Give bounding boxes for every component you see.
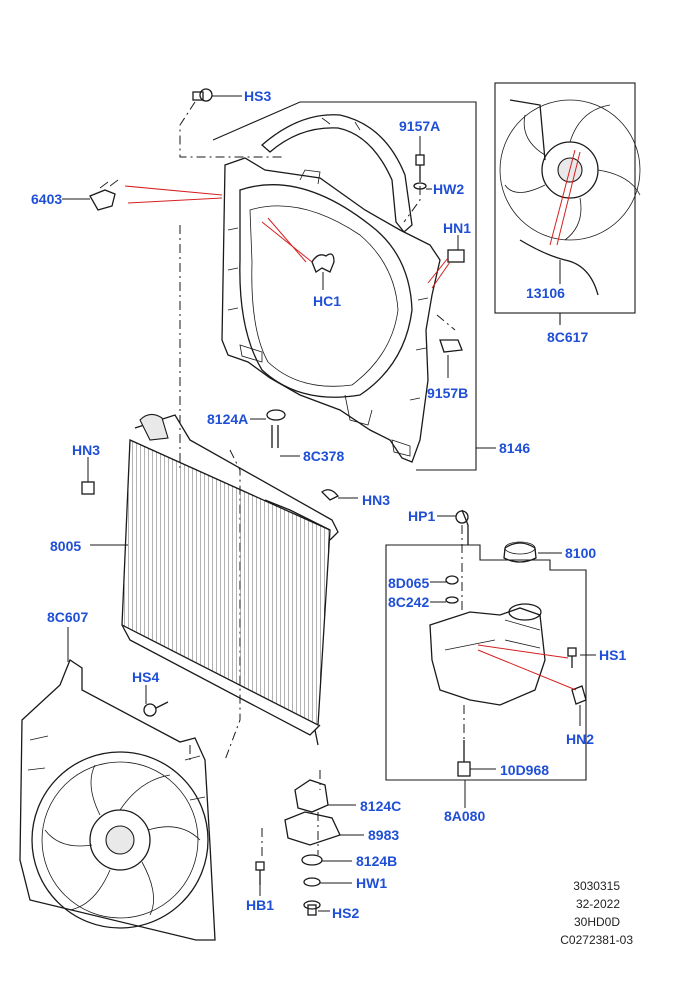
callout-hn3-right[interactable]: HN3 [362, 492, 391, 508]
shroud-group-bracket [212, 101, 477, 471]
washer-hw1 [303, 877, 321, 887]
indicator-lines [124, 149, 581, 691]
callout-8005[interactable]: 8005 [50, 538, 82, 554]
callout-8983[interactable]: 8983 [368, 827, 400, 843]
fan-inset-8c617 [499, 99, 641, 296]
callout-hb1[interactable]: HB1 [246, 897, 275, 913]
callout-8100[interactable]: 8100 [565, 545, 597, 561]
callout-hs1[interactable]: HS1 [599, 647, 627, 663]
callout-hn3-left[interactable]: HN3 [72, 442, 101, 458]
callout-hw2[interactable]: HW2 [433, 181, 465, 197]
callout-hs3[interactable]: HS3 [244, 88, 272, 104]
radiator-8005 [121, 413, 339, 746]
screw-hs3 [192, 88, 213, 102]
callout-10d968[interactable]: 10D968 [500, 762, 550, 778]
cap-8d065 [445, 575, 459, 585]
callout-hn1[interactable]: HN1 [443, 220, 472, 236]
callout-hs2[interactable]: HS2 [332, 905, 360, 921]
callout-8a080[interactable]: 8A080 [444, 808, 486, 824]
inset-box-8c617 [494, 82, 636, 314]
callout-8d065[interactable]: 8D065 [388, 575, 430, 591]
callout-9157a[interactable]: 9157A [399, 118, 441, 134]
mount-8124c [294, 779, 329, 813]
callout-8c617[interactable]: 8C617 [547, 329, 589, 345]
shroud-cowl [261, 114, 413, 233]
clip-hn1 [447, 249, 465, 263]
fan-module-8c607 [19, 659, 216, 941]
callout-8124a[interactable]: 8124A [207, 411, 249, 427]
cap-8100 [503, 541, 537, 563]
callout-8c378[interactable]: 8C378 [303, 448, 345, 464]
callout-8c607[interactable]: 8C607 [47, 609, 89, 625]
bracket-9157b [439, 339, 463, 353]
reference-line-3: 30HD0D [573, 915, 620, 929]
callout-hn2[interactable]: HN2 [566, 731, 595, 747]
callout-hc1[interactable]: HC1 [313, 293, 342, 309]
callout-8124b[interactable]: 8124B [356, 853, 398, 869]
callout-13106[interactable]: 13106 [526, 285, 565, 301]
sensor-10d968 [457, 740, 471, 777]
reference-line-1: 3030315 [573, 879, 620, 893]
washer-8124b [301, 854, 323, 866]
screw-hs2 [303, 900, 321, 916]
callout-hs4[interactable]: HS4 [132, 669, 160, 685]
callout-leaders [62, 95, 596, 912]
bolt-9157a [413, 154, 427, 190]
callout-8c242[interactable]: 8C242 [388, 594, 430, 610]
tank-group-box [385, 544, 587, 781]
callout-8146[interactable]: 8146 [499, 440, 531, 456]
bolt-hs4 [143, 701, 169, 717]
bolt-hb1 [255, 861, 265, 885]
expansion-tank-8a080 [429, 509, 546, 706]
fan-shroud-8146 [221, 157, 441, 463]
callout-6403[interactable]: 6403 [31, 191, 63, 207]
callout-hp1[interactable]: HP1 [408, 508, 436, 524]
reference-line-4: C0272381-03 [560, 933, 633, 947]
callout-9157b[interactable]: 9157B [427, 385, 469, 401]
pipe-8c378 [266, 409, 286, 448]
nut-hn3-left [81, 481, 95, 495]
seal-8c242 [445, 596, 459, 604]
nut-hn3-right [321, 489, 340, 501]
connector-6403 [89, 179, 119, 211]
assembly-lines [179, 101, 465, 858]
reference-line-2: 32-2022 [575, 897, 620, 911]
callout-hw1[interactable]: HW1 [356, 875, 388, 891]
screw-hs1 [567, 647, 577, 668]
bracket-8983 [284, 811, 341, 846]
callout-8124c[interactable]: 8124C [360, 798, 402, 814]
